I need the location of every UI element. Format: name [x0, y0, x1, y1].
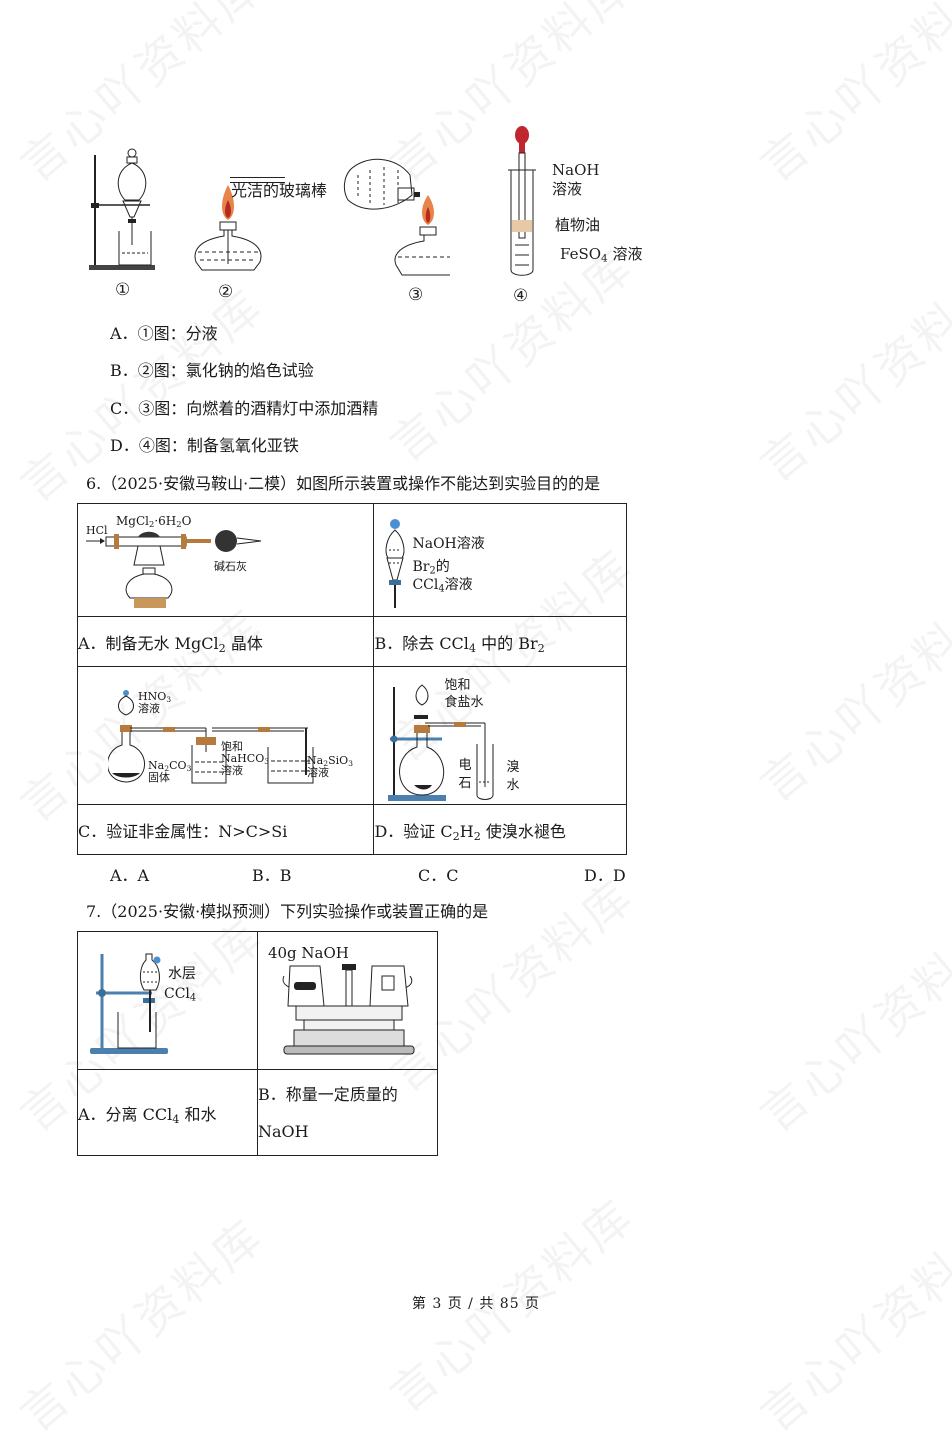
vegetable-oil-label: 植物油 [555, 216, 601, 234]
q6-caption-d: D．验证 C2H2 使溴水褪色 [373, 804, 627, 855]
q7-title: 7.（2025·安徽·模拟预测）下列实验操作或装置正确的是 [86, 902, 489, 921]
q6-caption-c: C．验证非金属性：N>C>Si [76, 804, 375, 855]
q6-table: HCl MgCl2·6H2O 碱石灰 NaOH溶液 Br2的 CCl4溶液 A．… [76, 503, 627, 855]
ccl4-solution-label: CCl4溶液 [412, 577, 473, 595]
q5-option-a[interactable]: A．①图：分液 [110, 324, 218, 343]
figure-label-1: ① [115, 280, 131, 300]
figure-label-2: ② [218, 282, 234, 302]
naoh-solution-label-b: NaOH溶液 [412, 536, 485, 552]
q5-figures: 光洁的玻璃棒 NaOH 溶液 植物油 FeSO4 溶液 ① ② ③ ④ [85, 125, 655, 310]
saturated-brine-label: 饱和食盐水 [444, 678, 484, 710]
q6-caption-a: A．制备无水 MgCl2 晶体 [76, 616, 375, 667]
q6-cell-a-figure: HCl MgCl2·6H2O 碱石灰 [76, 503, 375, 617]
watermark: 言心吖资料库 [744, 1201, 952, 1444]
naoh-40g-label: 40g NaOH [267, 944, 349, 962]
hcl-label: HCl [86, 524, 108, 537]
glass-rod [230, 177, 285, 183]
q5-option-d[interactable]: D．④图：制备氢氧化亚铁 [110, 436, 299, 455]
separatory-funnel-b [386, 519, 405, 608]
feso4-label: FeSO4 溶液 [560, 245, 643, 265]
q6-answer-c[interactable]: C．C [418, 866, 459, 885]
mgcl2-6h2o-label: MgCl2·6H2O [116, 514, 192, 530]
q6-cell-b-figure: NaOH溶液 Br2的 CCl4溶液 [373, 503, 627, 617]
balance-scale [282, 964, 415, 1055]
bromine-water-label: 溴水 [506, 760, 520, 793]
watermark: 言心吖资料库 [744, 571, 952, 814]
q7-cell-b-figure: 40g NaOH [256, 931, 439, 1070]
watermark: 言心吖资料库 [744, 251, 952, 494]
pouring-alcohol-figure [343, 158, 450, 276]
q5-option-c[interactable]: C．③图：向燃着的酒精灯中添加酒精 [110, 399, 379, 418]
q6-answer-d[interactable]: D．D [584, 866, 626, 885]
q7-cell-a-figure: 水层 CCl4 [77, 931, 258, 1070]
separatory-funnel-figure [89, 148, 155, 270]
q7-caption-a: A．分离 CCl4 和水 [77, 1069, 258, 1156]
glass-rod-label: 光洁的玻璃棒 [231, 181, 328, 200]
acetylene-apparatus [388, 684, 494, 801]
soda-lime-label: 碱石灰 [214, 560, 247, 573]
separatory-funnel-stand [90, 953, 168, 1054]
q6-title: 6.（2025·安徽马鞍山·二模）如图所示装置或操作不能达到实验目的的是 [86, 474, 601, 493]
q5-option-b[interactable]: B．②图：氯化钠的焰色试验 [110, 361, 314, 380]
q6-caption-b: B．除去 CCl4 中的 Br2 [373, 616, 627, 667]
watermark: 言心吖资料库 [744, 0, 952, 195]
test-tube-figure [508, 126, 536, 276]
ccl4-layer-label: CCl4 [164, 986, 197, 1004]
calcium-carbide-label: 电石 [458, 758, 472, 791]
q6-answer-a[interactable]: A．A [110, 866, 150, 885]
mgcl2-apparatus [86, 530, 262, 608]
watermark: 言心吖资料库 [4, 1201, 276, 1444]
br2-label: Br2的 [412, 559, 450, 577]
water-layer-label: 水层 [168, 966, 196, 982]
figure-label-4: ④ [513, 286, 529, 306]
watermark: 言心吖资料库 [744, 901, 952, 1144]
q6-cell-d-figure: 饱和食盐水 电石 溴水 [373, 666, 627, 805]
alcohol-lamp-figure [194, 185, 262, 271]
nonmetal-apparatus [108, 690, 314, 784]
q6-answer-b[interactable]: B．B [252, 866, 292, 885]
naoh-solution-label: NaOH 溶液 [552, 161, 600, 198]
page-footer: 第 3 页 / 共 85 页 [411, 1296, 541, 1312]
figure-label-3: ③ [408, 285, 424, 305]
